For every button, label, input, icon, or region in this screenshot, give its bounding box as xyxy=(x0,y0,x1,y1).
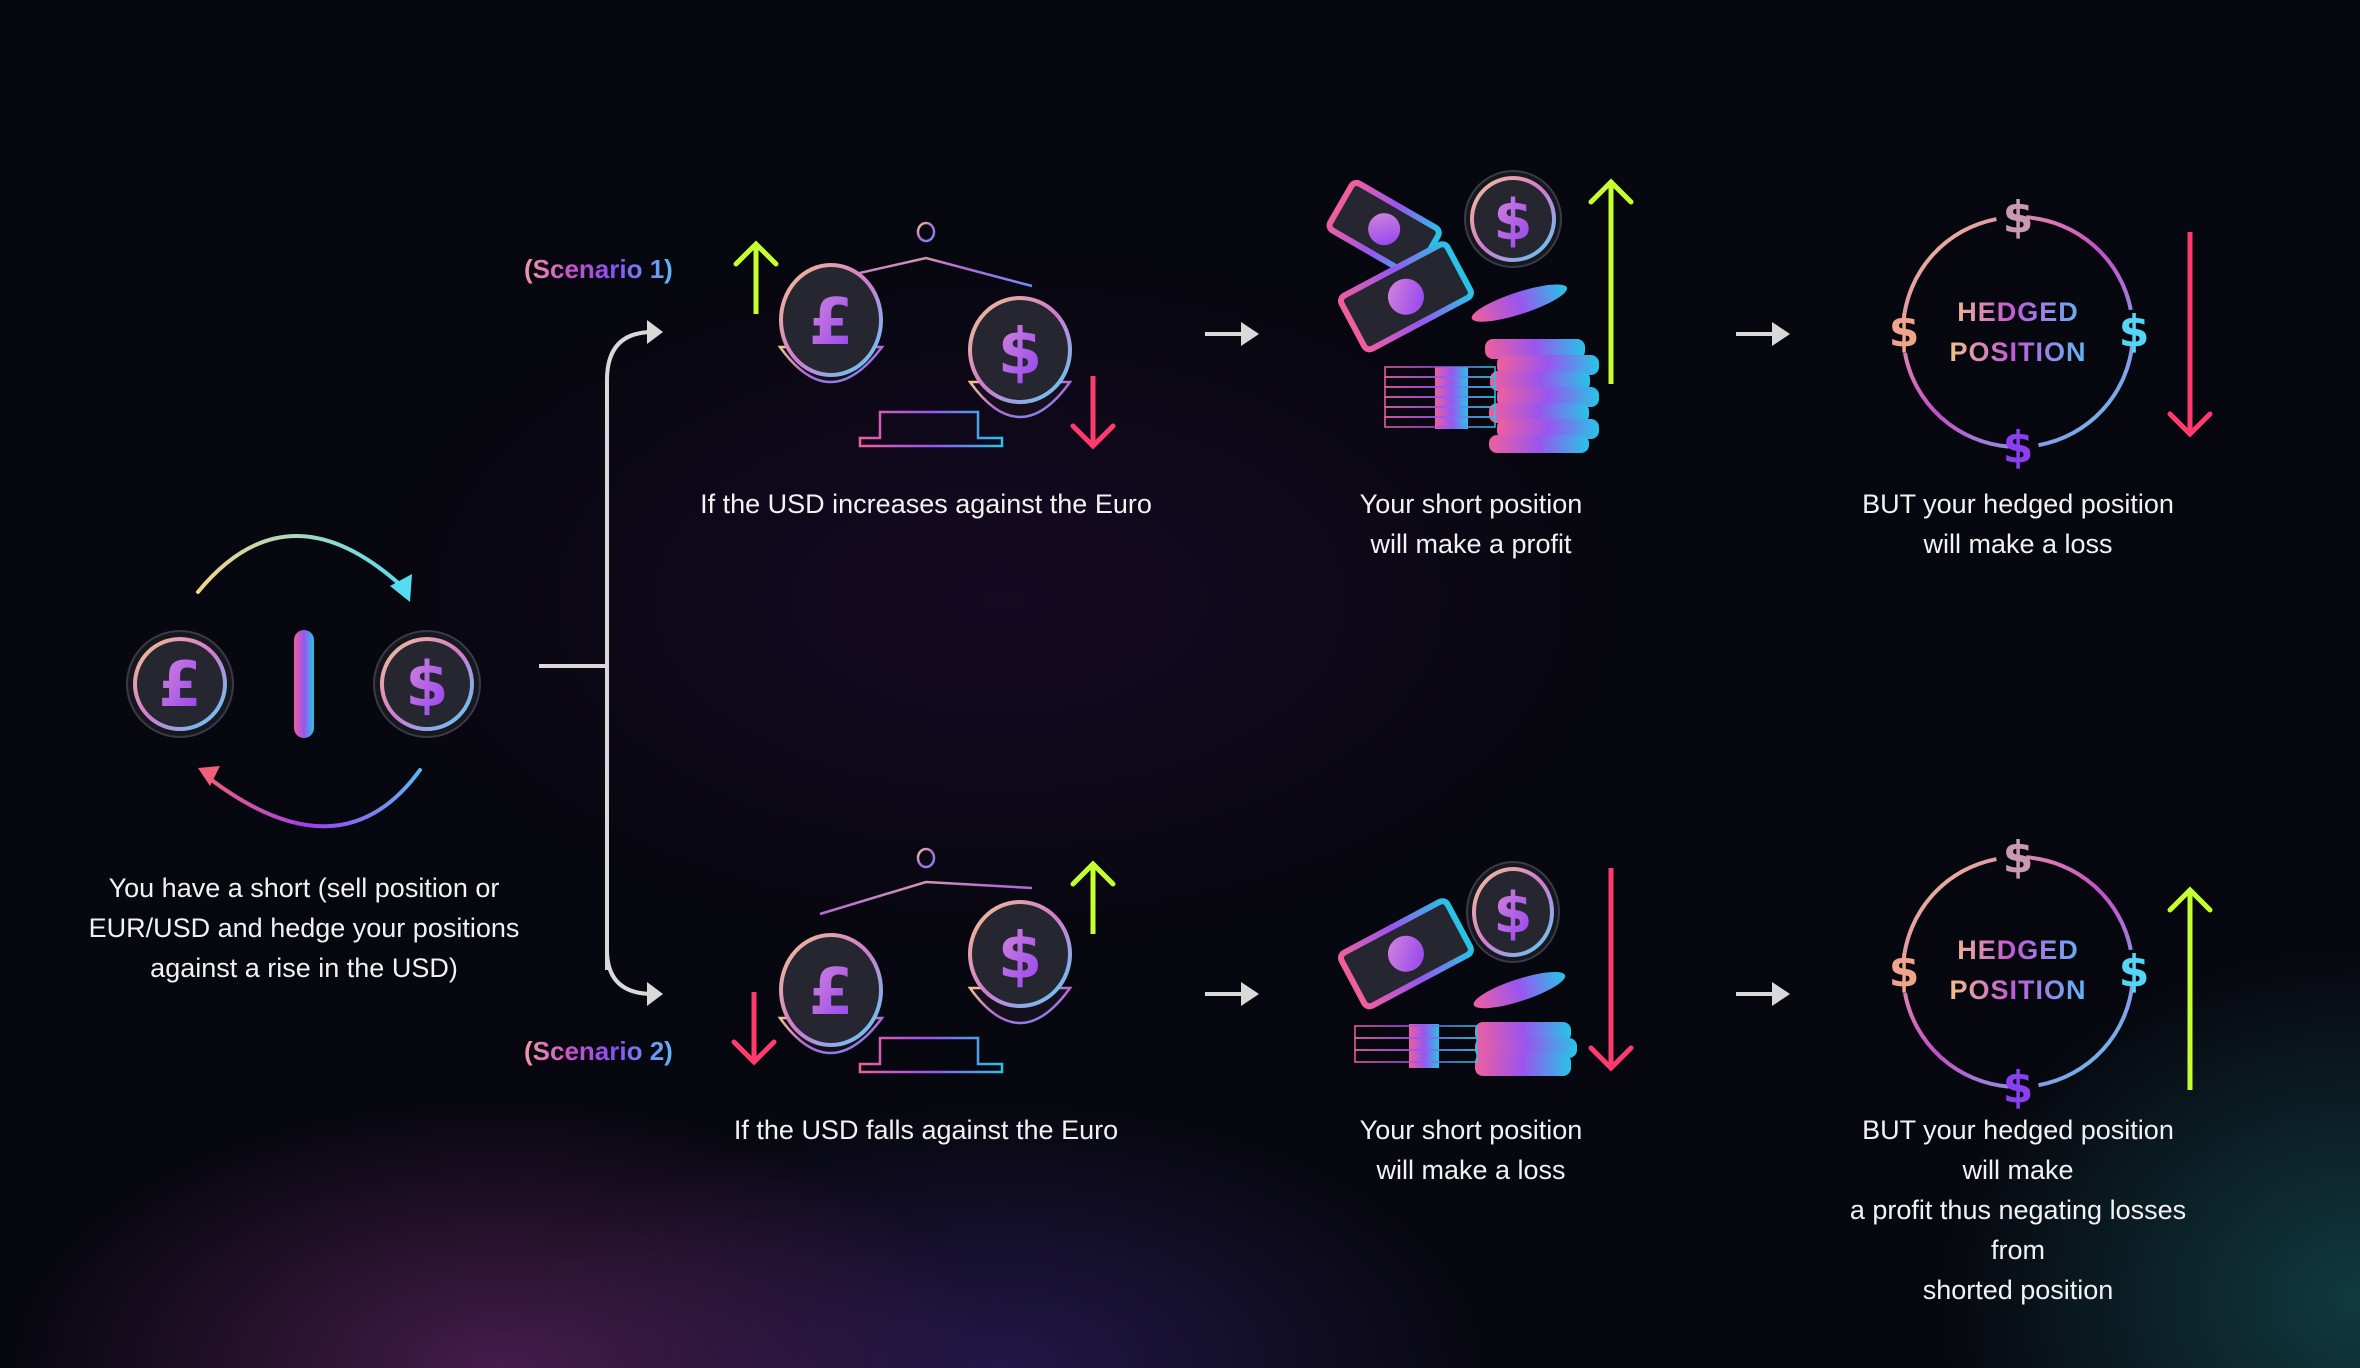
hedged-label-line2: POSITION xyxy=(1949,337,2087,367)
balance-scale-icon: £ $ xyxy=(777,221,1073,448)
pound-up-arrow-icon xyxy=(733,240,779,314)
next-arrow-icon xyxy=(1736,322,1790,346)
next-arrow-icon xyxy=(1205,322,1259,346)
profit-up-arrow-icon xyxy=(1588,178,1634,384)
svg-text:$: $ xyxy=(2003,832,2034,883)
branch-connector xyxy=(539,320,663,1006)
svg-text:$: $ xyxy=(2119,306,2150,357)
svg-text:$: $ xyxy=(998,316,1043,390)
hedged-ring-icon: $ $ $ $ xyxy=(1889,832,2150,1113)
svg-text:£: £ xyxy=(809,956,854,1030)
svg-text:$: $ xyxy=(1889,946,1920,997)
svg-text:£: £ xyxy=(158,648,201,721)
svg-text:$: $ xyxy=(2003,1062,2034,1113)
scenario-2-label: (Scenario 2) xyxy=(524,1036,673,1066)
hedged-position-badge: HEDGED POSITION xyxy=(1949,292,2086,372)
scenario-1-step-1-caption: If the USD increases against the Euro xyxy=(700,489,1152,519)
hedged-label-line1: HEDGED xyxy=(1957,935,2079,965)
scenario-2-step-3-caption: BUT your hedged position will make a pro… xyxy=(1849,1115,2187,1305)
branch-arrowhead-bottom xyxy=(647,982,663,1006)
svg-text:$: $ xyxy=(2003,422,2034,473)
svg-text:£: £ xyxy=(809,286,854,360)
cash-and-coins-icon: $ xyxy=(1326,170,1599,453)
dollar-down-arrow-icon xyxy=(1070,376,1116,450)
hedged-label-line1: HEDGED xyxy=(1957,297,2079,327)
hedged-ring-icon: $ $ $ $ xyxy=(1889,192,2150,473)
coin-edge-icon xyxy=(294,630,314,738)
pound-down-arrow-icon xyxy=(731,992,777,1066)
svg-text:$: $ xyxy=(2119,946,2150,997)
next-arrow-icon xyxy=(1205,982,1259,1006)
loss-down-arrow-icon xyxy=(1588,868,1634,1072)
next-arrow-icon xyxy=(1736,982,1790,1006)
intro-caption: You have a short (sell position or EUR/U… xyxy=(88,873,520,983)
hedged-down-arrow-icon xyxy=(2167,232,2213,438)
svg-text:$: $ xyxy=(2003,192,2034,243)
pound-coin-icon: £ xyxy=(126,630,234,738)
svg-text:$: $ xyxy=(1494,881,1533,946)
svg-text:$: $ xyxy=(1889,306,1920,357)
dollar-coin-icon: $ xyxy=(373,630,481,738)
hedged-position-badge: HEDGED POSITION xyxy=(1949,930,2086,1010)
scenario-1-step-3-caption: BUT your hedged position will make a los… xyxy=(1862,489,2174,559)
cash-and-coins-icon: $ xyxy=(1337,861,1577,1076)
hedged-label-line2: POSITION xyxy=(1949,975,2087,1005)
hedged-up-arrow-icon xyxy=(2167,886,2213,1090)
dollar-up-arrow-icon xyxy=(1070,860,1116,934)
scenario-1-label: (Scenario 1) xyxy=(524,254,673,284)
svg-text:$: $ xyxy=(1494,188,1533,253)
scenario-2-step-2-caption: Your short position will make a loss xyxy=(1359,1115,1583,1185)
exchange-arrows-icon xyxy=(196,534,422,829)
scenario-2-step-1-caption: If the USD falls against the Euro xyxy=(733,1115,1119,1145)
scenario-1-step-2-caption: Your short position will make a profit xyxy=(1359,489,1583,559)
svg-text:$: $ xyxy=(998,920,1043,994)
branch-arrowhead-top xyxy=(647,320,663,344)
svg-text:$: $ xyxy=(405,648,448,721)
balance-scale-icon: £ $ xyxy=(777,847,1073,1074)
